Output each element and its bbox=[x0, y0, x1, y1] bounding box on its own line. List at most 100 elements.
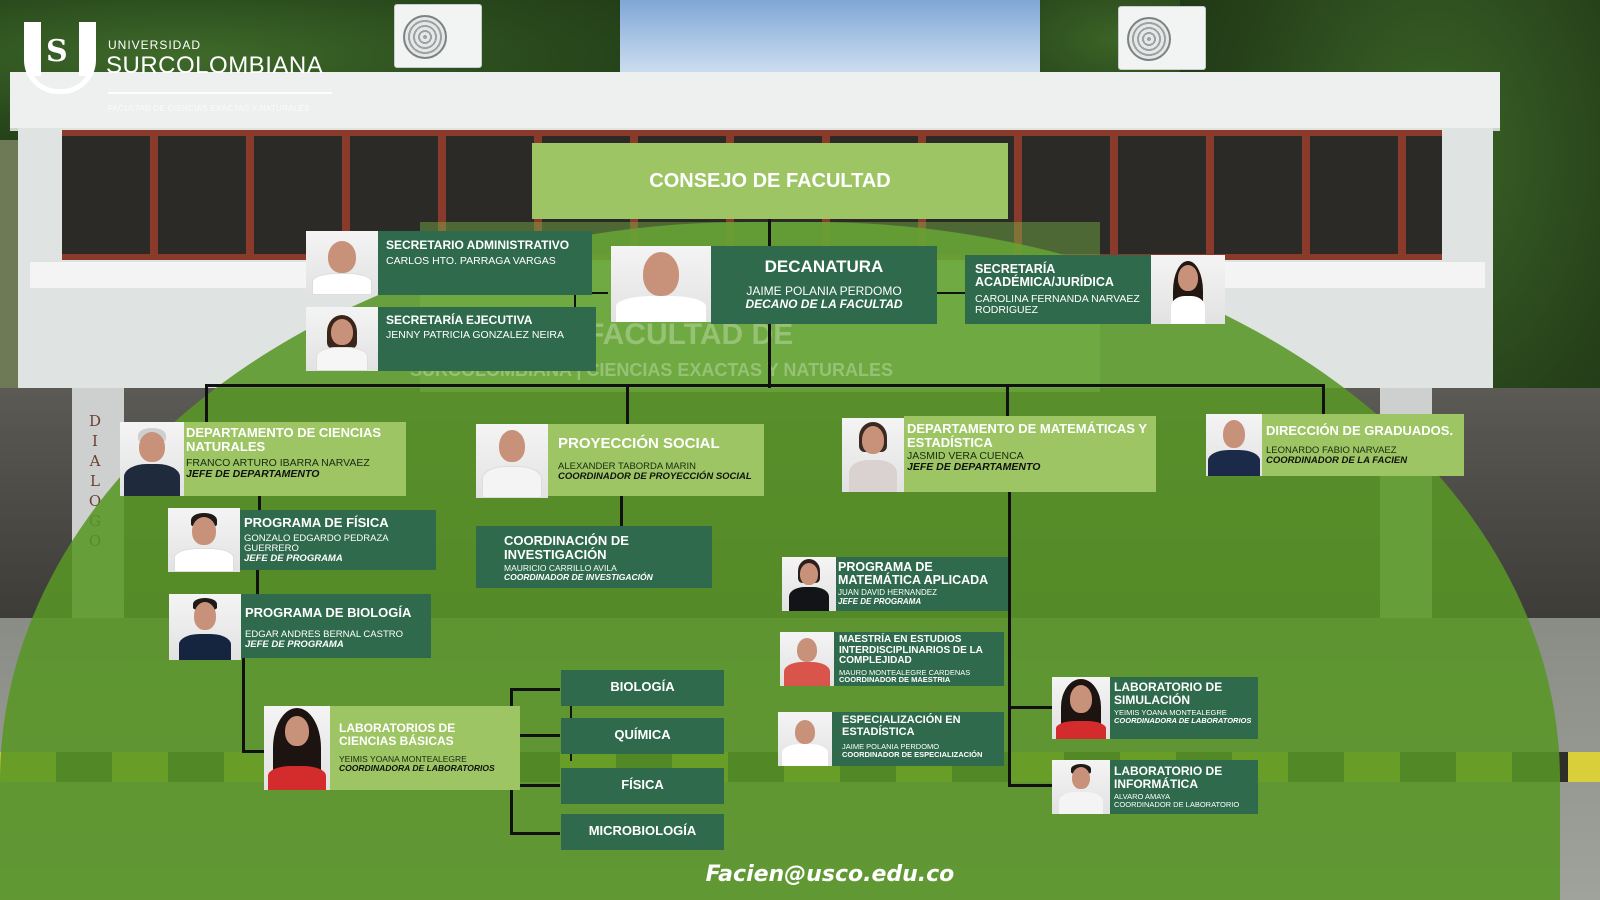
person-name: ALVARO AMAYA bbox=[1114, 792, 1171, 802]
logo-faculty: FACULTAD DE CIENCIAS EXACTAS Y NATURALES bbox=[108, 104, 310, 113]
building-roof bbox=[10, 72, 1500, 128]
proyeccion-social-box: PROYECCIÓN SOCIAL ALEXANDER TABORDA MARI… bbox=[548, 424, 764, 496]
person-role: JEFE DE PROGRAMA bbox=[244, 552, 343, 564]
person-name: FRANCO ARTURO IBARRA NARVAEZ bbox=[186, 457, 370, 470]
photo-coordinador-maestria bbox=[780, 632, 834, 686]
photo-jefe-matematicas bbox=[842, 418, 904, 492]
box-title: SECRETARÍA EJECUTIVA bbox=[386, 313, 533, 327]
box-title: DEPARTAMENTO DE MATEMÁTICAS Y ESTADÍSTIC… bbox=[907, 421, 1147, 450]
photo-secretaria-ejecutiva bbox=[306, 307, 378, 371]
box-title: COORDINACIÓN DE INVESTIGACIÓN bbox=[504, 533, 629, 562]
university-logo: S UNIVERSIDAD SURCOLOMBIANA FACULTAD DE … bbox=[24, 18, 344, 118]
person-name: JENNY PATRICIA GONZALEZ NEIRA bbox=[386, 328, 564, 341]
logo-prefix: UNIVERSIDAD bbox=[108, 38, 202, 52]
photo-coordinadora-laboratorios bbox=[264, 706, 330, 790]
person-role: COORDINADOR DE PROYECCIÓN SOCIAL bbox=[558, 470, 752, 482]
person-name: CARLOS HTO. PARRAGA VARGAS bbox=[386, 254, 556, 267]
person-name: YEIMIS YOANA MONTEALEGRE bbox=[339, 754, 467, 765]
laboratorios-ciencias-basicas-box: LABORATORIOS DE CIENCIAS BÁSICAS YEIMIS … bbox=[330, 706, 520, 790]
depto-ciencias-naturales-box: DEPARTAMENTO DE CIENCIAS NATURALES FRANC… bbox=[184, 422, 406, 496]
photo-jefe-programa-fisica bbox=[168, 508, 240, 572]
person-role: JEFE DE PROGRAMA bbox=[838, 596, 922, 606]
box-title: LABORATORIO DE INFORMÁTICA bbox=[1114, 764, 1223, 791]
laboratorio-informatica-box: LABORATORIO DE INFORMÁTICA ALVARO AMAYA … bbox=[1110, 760, 1258, 814]
air-conditioner-unit bbox=[394, 4, 482, 68]
programa-matematica-aplicada-box: PROGRAMA DE MATEMÁTICA APLICADA JUAN DAV… bbox=[836, 557, 1008, 611]
box-title: DECANATURA bbox=[764, 257, 884, 276]
person-name: JAIME POLANIA PERDOMO bbox=[842, 742, 940, 752]
box-title: DIRECCIÓN DE GRADUADOS. bbox=[1266, 423, 1454, 438]
person-role: COORDINADORA DE LABORATORIOS bbox=[339, 763, 495, 774]
maestria-complejidad-box: MAESTRÍA EN ESTUDIOS INTERDISCIPLINARIOS… bbox=[834, 632, 1004, 686]
box-title: SECRETARIO ADMINISTRATIVO bbox=[386, 238, 570, 252]
secretaria-academica-box: SECRETARÍA ACADÉMICA/JURÍDICA CAROLINA F… bbox=[965, 255, 1151, 324]
person-role: COORDINADORA DE LABORATORIOS bbox=[1114, 716, 1252, 726]
box-title: PROGRAMA DE FÍSICA bbox=[244, 515, 389, 530]
photo-jefe-matematica-aplicada bbox=[782, 557, 836, 611]
person-role: COORDINADOR DE ESPECIALIZACIÓN bbox=[842, 749, 983, 759]
photo-jefe-programa-biologia bbox=[169, 594, 241, 660]
photo-coordinador-especializacion bbox=[778, 712, 832, 766]
box-title: PROGRAMA DE BIOLOGÍA bbox=[245, 605, 412, 620]
decanatura-box: DECANATURA JAIME POLANIA PERDOMO DECANO … bbox=[711, 246, 937, 324]
air-conditioner-unit bbox=[1118, 6, 1206, 70]
programa-fisica-box: PROGRAMA DE FÍSICA GONZALO EDGARDO PEDRA… bbox=[240, 510, 436, 570]
logo-divider bbox=[108, 92, 332, 94]
usco-shield-icon bbox=[24, 22, 96, 94]
person-name: LEONARDO FABIO NARVAEZ bbox=[1266, 444, 1397, 456]
person-role: JEFE DE DEPARTAMENTO bbox=[186, 468, 320, 481]
box-title: MAESTRÍA EN ESTUDIOS INTERDISCIPLINARIOS… bbox=[839, 634, 983, 666]
photo-director-graduados bbox=[1206, 414, 1262, 476]
box-title: PROGRAMA DE MATEMÁTICA APLICADA bbox=[838, 560, 989, 588]
person-role: DECANO DE LA FACULTAD bbox=[745, 297, 903, 312]
consejo-de-facultad-box: CONSEJO DE FACULTAD bbox=[532, 143, 1008, 219]
person-role: COORDINADOR DE LA FACIEN bbox=[1266, 454, 1408, 466]
person-role: COORDINADOR DE LABORATORIO bbox=[1114, 800, 1240, 810]
box-title: FÍSICA bbox=[621, 777, 664, 792]
logo-letter: S bbox=[46, 34, 68, 69]
person-name: JASMID VERA CUENCA bbox=[907, 450, 1024, 463]
depto-matematicas-box: DEPARTAMENTO DE MATEMÁTICAS Y ESTADÍSTIC… bbox=[904, 416, 1156, 492]
photo-coordinador-lab-informatica bbox=[1052, 760, 1110, 814]
box-title: PROYECCIÓN SOCIAL bbox=[558, 435, 720, 452]
box-title: LABORATORIOS DE CIENCIAS BÁSICAS bbox=[339, 721, 456, 748]
coordinacion-investigacion-box: COORDINACIÓN DE INVESTIGACIÓN MAURICIO C… bbox=[476, 526, 712, 588]
lab-unit-quimica: QUÍMICA bbox=[561, 718, 724, 754]
secretaria-ejecutiva-box: SECRETARÍA EJECUTIVA JENNY PATRICIA GONZ… bbox=[378, 307, 596, 371]
lab-unit-fisica: FÍSICA bbox=[561, 768, 724, 804]
photo-secretario-administrativo bbox=[306, 231, 378, 295]
person-role: JEFE DE PROGRAMA bbox=[245, 638, 344, 650]
box-title: BIOLOGÍA bbox=[610, 679, 675, 694]
person-name: GONZALO EDGARDO PEDRAZA GUERRERO bbox=[244, 532, 389, 554]
box-title: CONSEJO DE FACULTAD bbox=[649, 170, 891, 192]
person-name: EDGAR ANDRES BERNAL CASTRO bbox=[245, 628, 404, 640]
photo-decano bbox=[611, 246, 711, 322]
lab-unit-biologia: BIOLOGÍA bbox=[561, 670, 724, 706]
photo-coordinadora-lab-simulacion bbox=[1052, 677, 1110, 739]
person-name: YEIMIS YOANA MONTEALEGRE bbox=[1114, 708, 1227, 718]
box-title: LABORATORIO DE SIMULACIÓN bbox=[1114, 680, 1223, 707]
especializacion-estadistica-box: ESPECIALIZACIÓN EN ESTADÍSTICA JAIME POL… bbox=[832, 712, 1004, 766]
person-name: MAURICIO CARRILLO AVILA bbox=[504, 563, 617, 574]
contact-email[interactable]: Facien@usco.edu.co bbox=[705, 862, 955, 887]
person-name: JUAN DAVID HERNANDEZ bbox=[838, 588, 937, 598]
box-title: DEPARTAMENTO DE CIENCIAS NATURALES bbox=[186, 425, 382, 454]
lab-unit-microbiologia: MICROBIOLOGÍA bbox=[561, 814, 724, 850]
programa-biologia-box: PROGRAMA DE BIOLOGÍA EDGAR ANDRES BERNAL… bbox=[241, 594, 431, 658]
person-name: MAURO MONTEALEGRE CARDENAS bbox=[839, 667, 971, 677]
box-title: SECRETARÍA ACADÉMICA/JURÍDICA bbox=[975, 262, 1114, 290]
person-role: COORDINADOR DE MAESTRIA bbox=[839, 675, 951, 685]
photo-secretaria-academica bbox=[1151, 255, 1225, 324]
logo-university-name: SURCOLOMBIANA bbox=[106, 52, 324, 79]
person-role: JEFE DE DEPARTAMENTO bbox=[907, 461, 1041, 474]
box-title: MICROBIOLOGÍA bbox=[588, 823, 697, 838]
person-name: ALEXANDER TABORDA MARIN bbox=[558, 460, 696, 472]
photo-jefe-ciencias-naturales bbox=[120, 422, 184, 496]
direccion-graduados-box: DIRECCIÓN DE GRADUADOS. LEONARDO FABIO N… bbox=[1262, 414, 1464, 476]
person-name: CAROLINA FERNANDA NARVAEZ RODRIGUEZ bbox=[975, 293, 1140, 317]
laboratorio-simulacion-box: LABORATORIO DE SIMULACIÓN YEIMIS YOANA M… bbox=[1110, 677, 1258, 739]
box-title: QUÍMICA bbox=[614, 727, 671, 742]
person-role: COORDINADOR DE INVESTIGACIÓN bbox=[504, 572, 653, 583]
person-name: JAIME POLANIA PERDOMO bbox=[746, 283, 902, 298]
photo-coordinador-proyeccion-social bbox=[476, 424, 548, 498]
